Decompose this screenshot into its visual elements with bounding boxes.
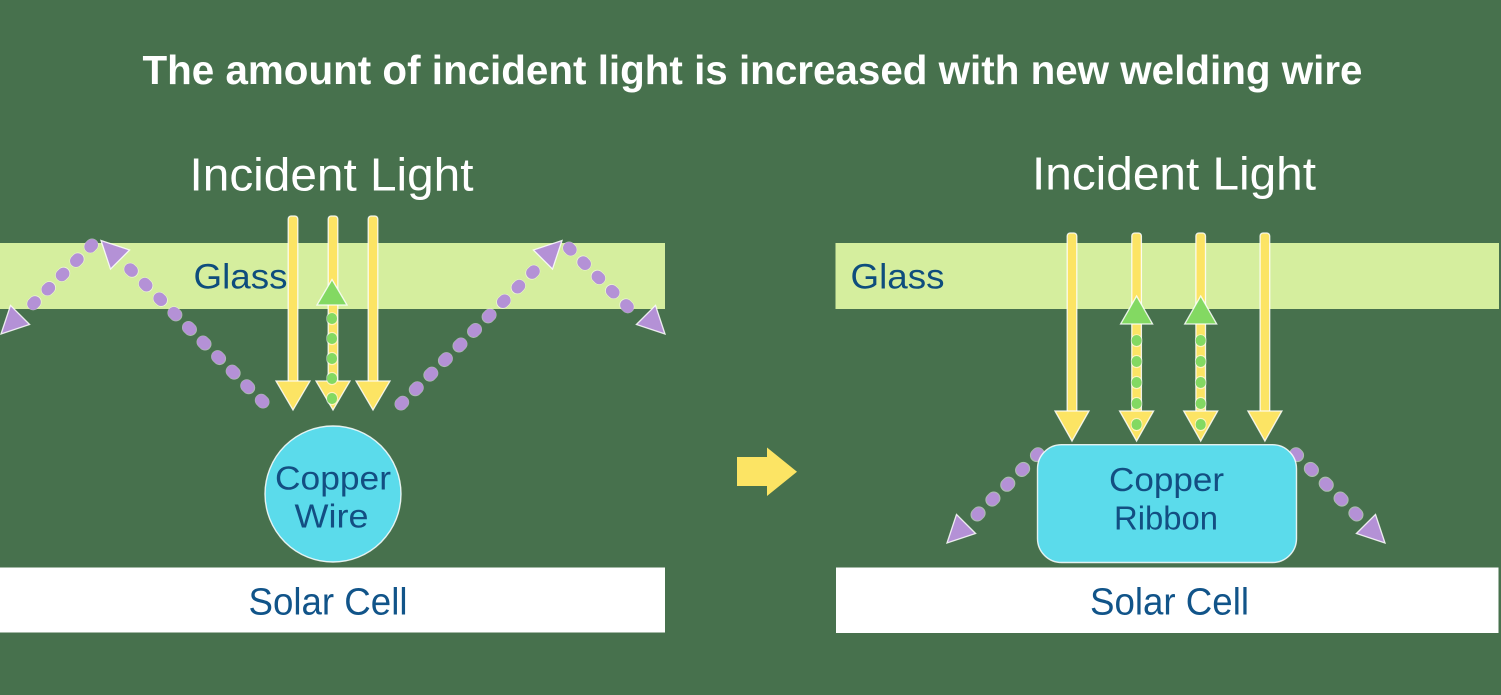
svg-text:Solar Cell: Solar Cell	[1090, 582, 1249, 624]
svg-text:Copper: Copper	[1109, 461, 1224, 498]
svg-text:Glass: Glass	[194, 258, 288, 297]
svg-text:The amount of incident light i: The amount of incident light is increase…	[143, 47, 1363, 93]
svg-text:Glass: Glass	[851, 258, 945, 297]
svg-text:Ribbon: Ribbon	[1114, 500, 1218, 537]
svg-text:Copper: Copper	[275, 460, 391, 497]
svg-text:Solar Cell: Solar Cell	[249, 582, 408, 624]
svg-text:Wire: Wire	[295, 498, 369, 535]
svg-text:Incident Light: Incident Light	[190, 149, 474, 201]
svg-text:Incident Light: Incident Light	[1032, 148, 1316, 200]
